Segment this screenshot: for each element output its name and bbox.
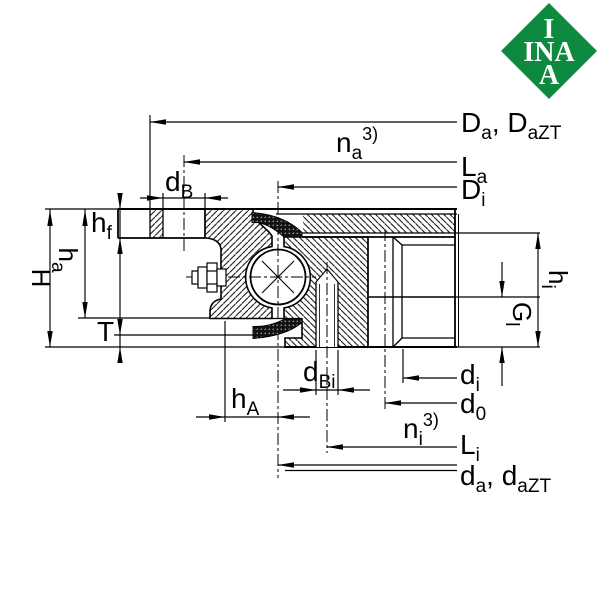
label-hA: hA: [231, 383, 260, 420]
upper-seal: [251, 211, 303, 238]
extension-lines: [45, 115, 540, 422]
label-Gl: Gl: [501, 302, 537, 326]
grease-nipple-icon: [191, 262, 227, 293]
label-Da: Da, DaZT: [461, 107, 562, 144]
svg-text:A: A: [539, 60, 560, 91]
label-di: di: [460, 359, 480, 396]
label-ni3: ni3): [403, 410, 439, 450]
label-H: H: [26, 269, 56, 288]
lower-seal: [252, 318, 303, 340]
label-na3: na3): [336, 124, 378, 164]
seals: [251, 211, 303, 340]
label-dB: dB: [165, 166, 193, 203]
svg-text:INA: INA: [523, 37, 575, 68]
label-T: T: [97, 316, 114, 347]
outer-ring: [117, 208, 457, 320]
label-ha: ha: [47, 247, 83, 272]
label-hf: hf: [91, 207, 113, 244]
label-Li: Li: [460, 429, 480, 466]
label-Di: Di: [461, 174, 485, 211]
dimension-arrows: [47, 119, 541, 468]
label-hi: hi: [537, 270, 573, 289]
ina-logo: I INA A: [501, 3, 597, 99]
label-La: La: [461, 151, 488, 188]
svg-text:I: I: [544, 14, 555, 45]
label-dBi: dBi: [303, 356, 335, 393]
dimension-labels: Da, DaZT na3) La Di dB hf H ha T hA dBi …: [26, 107, 573, 497]
label-da: da, daZT: [460, 460, 551, 497]
label-d0: d0: [460, 388, 486, 425]
